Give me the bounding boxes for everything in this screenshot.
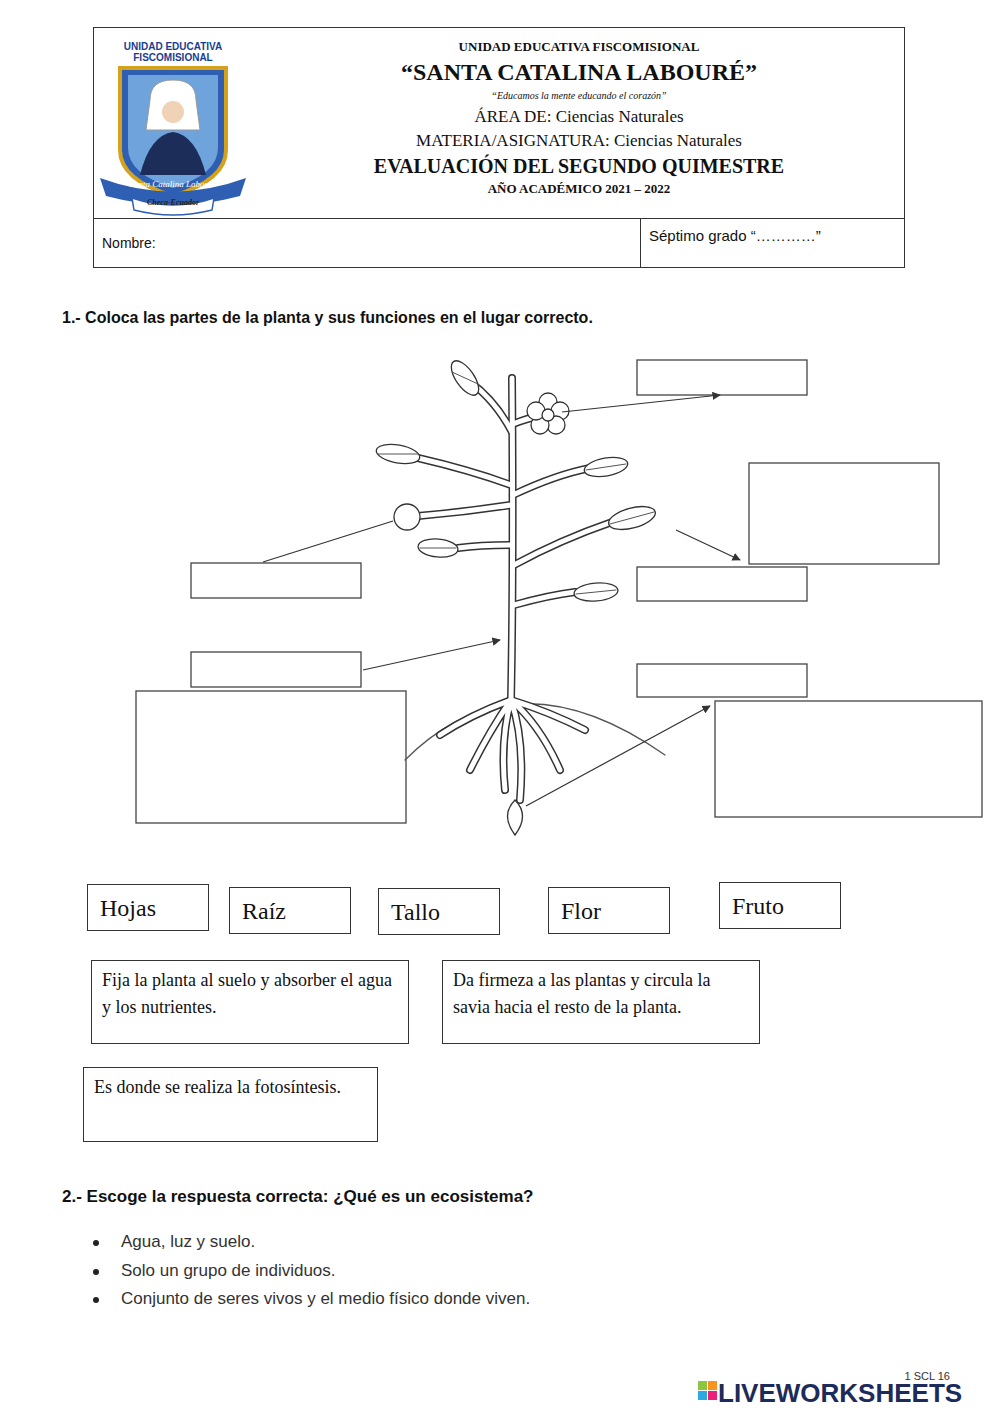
header-line: EVALUACIÓN DEL SEGUNDO QUIMESTRE (244, 155, 914, 178)
function-card: Es donde se realiza la fotosíntesis. (83, 1067, 378, 1142)
word-card: Fruto (719, 882, 841, 929)
header-line: UNIDAD EDUCATIVA FISCOMISIONAL (244, 40, 914, 55)
cell-text: Nombre: (102, 233, 632, 254)
function-text: Da firmeza a las plantas y circula la sa… (453, 967, 749, 1021)
header-line: AÑO ACADÉMICO 2021 – 2022 (244, 182, 914, 197)
bullet-dot (93, 1240, 99, 1303)
word-card: Hojas (87, 884, 209, 931)
word-card: Raíz (229, 887, 351, 934)
part-word: Flor (561, 893, 657, 929)
logo-banner: Santa Catalina Labouré (108, 179, 238, 190)
logo-text: UNIDAD EDUCATIVA FISCOMISIONAL (112, 42, 234, 63)
function-text: Fija la planta al suelo y absorber el ag… (102, 967, 398, 1021)
function-card: Da firmeza a las plantas y circula la sa… (442, 960, 760, 1044)
header-cell: UNIDAD EDUCATIVA FISCOMISIONAL“SANTA CAT… (93, 27, 905, 219)
answer-option: Solo un grupo de individuos. (121, 1261, 921, 1281)
header-line: MATERIA/ASIGNATURA: Ciencias Naturales (244, 131, 914, 151)
word-card: Flor (548, 887, 670, 934)
part-word: Hojas (100, 890, 196, 926)
brand-icon (698, 1381, 717, 1400)
part-word: Tallo (391, 894, 487, 930)
leader-line (263, 395, 740, 806)
question: 2.- Escoge la respuesta correcta: ¿Qué e… (62, 1187, 962, 1207)
info-cell: Nombre: (93, 218, 641, 268)
info-cell: Séptimo grado “…………” (640, 218, 905, 268)
school-logo (100, 68, 246, 215)
function-card: Fija la planta al suelo y absorber el ag… (91, 960, 409, 1044)
word-card: Tallo (378, 888, 500, 935)
cell-text: Séptimo grado “…………” (649, 225, 896, 248)
part-word: Raíz (242, 893, 338, 929)
part-word: Fruto (732, 888, 828, 924)
logo-ribbon: Checa-Ecuador (135, 198, 211, 208)
header-line: ÁREA DE: Ciencias Naturales (244, 107, 914, 127)
answer-option: Agua, luz y suelo. (121, 1232, 921, 1252)
question: 1.- Coloca las partes de la planta y sus… (62, 308, 962, 327)
watermark: LIVEWORKSHEETS (718, 1378, 998, 1409)
header-line: “Educamos la mente educando el corazón” (244, 90, 914, 102)
answer-box (136, 360, 982, 823)
plant-drawing (375, 356, 665, 835)
function-text: Es donde se realiza la fotosíntesis. (94, 1074, 367, 1101)
header-line: “SANTA CATALINA LABOURÉ” (244, 59, 914, 87)
answer-option: Conjunto de seres vivos y el medio físic… (121, 1289, 921, 1309)
